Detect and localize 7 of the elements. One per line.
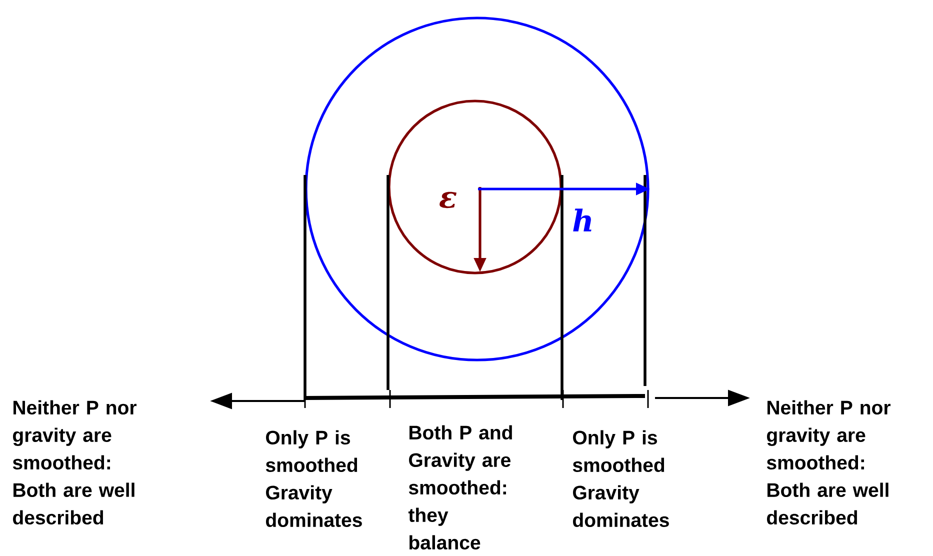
region-label: Neither P nor gravity are smoothed: Both are well described [12, 400, 136, 524]
region-label: Both P and Gravity are smoothed: they balance [408, 425, 512, 550]
region-label: Neither P nor gravity are smoothed: Both are well described [766, 400, 890, 524]
symbol-label: h [573, 208, 592, 232]
region-label: Only P is smoothed Gravity dominates [266, 430, 362, 527]
symbol-label: ε [440, 192, 456, 208]
region-label: Only P is smoothed Gravity dominates [572, 430, 669, 527]
